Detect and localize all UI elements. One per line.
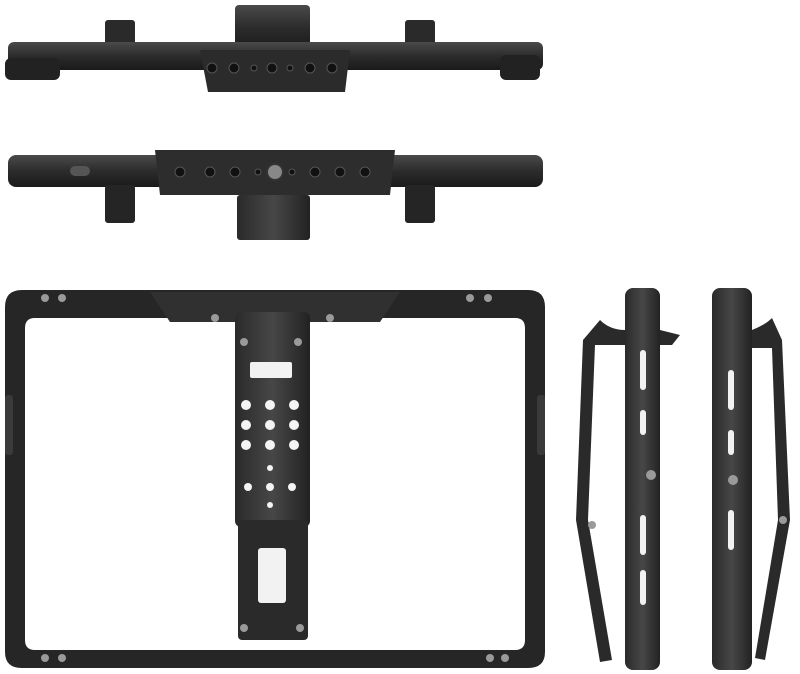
pivot-screw [779,516,787,524]
end-latch-right [500,55,540,80]
side-slots [640,350,646,605]
frame-screws [41,294,509,662]
rod-clamp-right [405,20,435,48]
cage-top-view [5,5,543,92]
bracket-slot [258,548,286,603]
cage-side-view-right [712,288,790,670]
cage-bottom-view [8,150,543,240]
rod-clamp-right [405,185,435,223]
plate-holes [241,400,299,508]
rod-clamp-left [105,20,135,48]
mount-holes [174,166,371,178]
arm-hook [660,330,680,345]
bottom-mount [237,195,310,240]
side-arm [576,320,625,662]
side-slots [728,370,734,550]
cage-side-view-left [576,288,680,670]
side-button-left [5,395,13,455]
top-mount-tab [235,5,310,50]
rod-clamp-left [105,185,135,223]
side-button-right [537,395,545,455]
top-bridge [150,292,400,322]
plate-slot [250,362,292,378]
pivot-screw [588,521,596,529]
side-screw [728,475,738,485]
mount-holes [206,62,338,74]
side-frame [625,288,660,670]
side-arm [752,318,790,660]
end-latch-left [5,58,60,80]
center-screw-icon [266,163,284,181]
cage-front-view [5,290,545,668]
side-screw [646,470,656,480]
release-button [70,166,90,176]
